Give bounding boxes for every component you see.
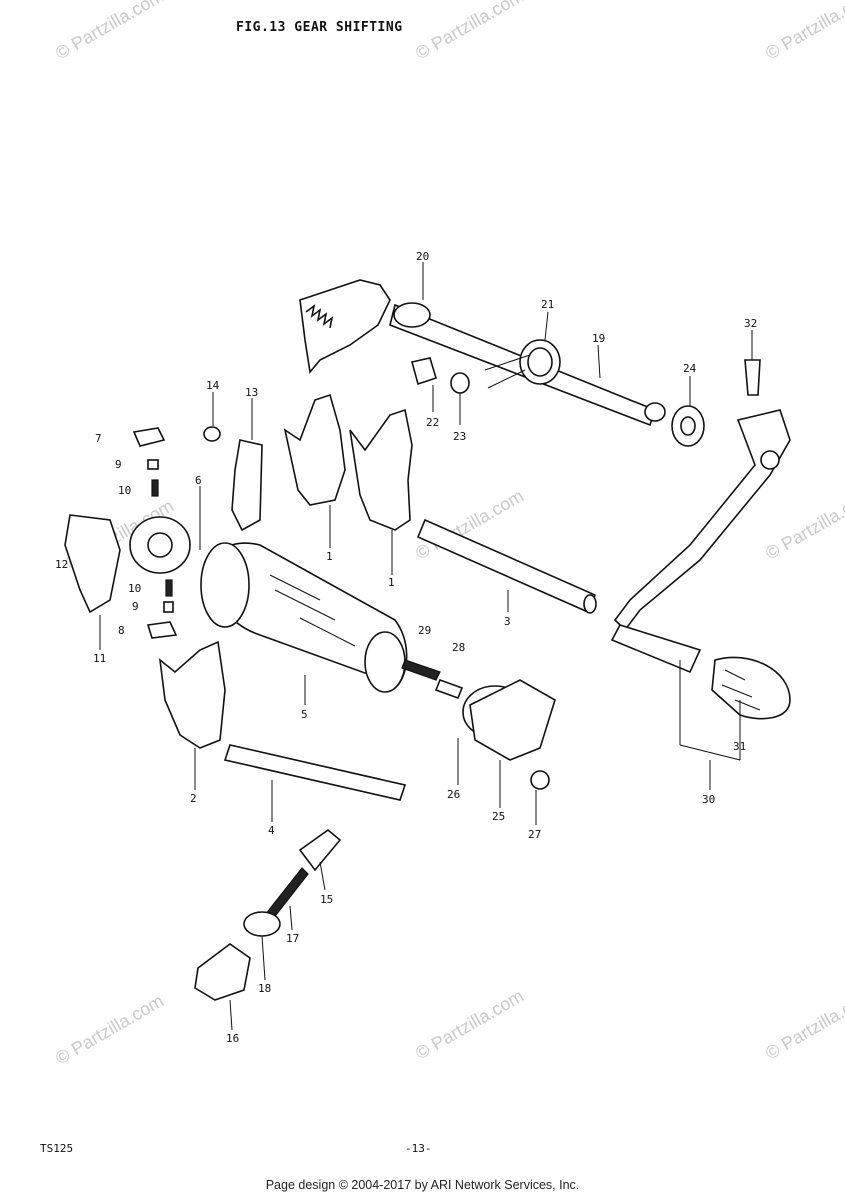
callout-8: 8: [118, 624, 125, 637]
watermark: © Partzilla.com: [52, 0, 167, 63]
shift-pin: [298, 828, 342, 872]
callout-18: 18: [258, 982, 271, 995]
callout-16: 16: [226, 1032, 239, 1045]
callout-11: 11: [93, 652, 106, 665]
callout-30: 30: [702, 793, 715, 806]
shift-fork: [349, 408, 413, 531]
callout-20: 20: [416, 250, 429, 263]
watermark: © Partzilla.com: [52, 990, 167, 1068]
leader-lines: [99, 262, 753, 1031]
callout-29: 29: [418, 624, 431, 637]
shift-shaft-assembly: [299, 279, 666, 427]
page-number: -13-: [405, 1142, 432, 1155]
cam-stopper-lever: [64, 514, 121, 614]
watermark: © Partzilla.com: [412, 0, 527, 63]
callout-7: 7: [95, 432, 102, 445]
oil-seal-inner: [680, 416, 696, 436]
watermark: © Partzilla.com: [762, 985, 845, 1063]
callout-17: 17: [286, 932, 299, 945]
callout-21: 21: [541, 298, 554, 311]
callout-31: 31: [733, 740, 746, 753]
pin: [163, 601, 174, 613]
neutral-spring: [401, 659, 441, 681]
callout-10b: 10: [128, 582, 141, 595]
callout-14: 14: [206, 379, 220, 392]
stopper-pin: [132, 427, 166, 447]
callout-26: 26: [447, 788, 460, 801]
shift-spring: [264, 867, 309, 921]
figure-title: FIG.13 GEAR SHIFTING: [236, 20, 403, 35]
callout-27: 27: [528, 828, 541, 841]
callout-12: 12: [55, 558, 68, 571]
callout-28: 28: [452, 641, 465, 654]
callout-3: 3: [504, 615, 511, 628]
model-code: TS125: [40, 1142, 74, 1155]
callout-23: 23: [453, 430, 466, 443]
cam-driven-gear-hub: [147, 532, 173, 558]
callout-22: 22: [426, 416, 439, 429]
callout-25: 25: [492, 810, 505, 823]
gear-shift-cam: [200, 542, 408, 693]
washer: [243, 911, 281, 937]
copyright-footer: Page design © 2004-2017 by ARI Network S…: [265, 1178, 580, 1192]
watermark: © Partzilla.com: [412, 985, 527, 1063]
watermark: © Partzilla.com: [762, 0, 845, 63]
fork-shaft: [223, 744, 407, 801]
callout-labels: 20 21 19 32 24 22 23 14 13 7 9 10 6 12 1…: [55, 250, 757, 1045]
callout-2: 2: [190, 792, 197, 805]
plug-bolt: [194, 943, 251, 1001]
cam-stopper-cover: [469, 679, 556, 761]
shift-fork: [158, 640, 226, 749]
callout-1: 1: [326, 550, 333, 563]
spring: [151, 479, 159, 497]
callout-9b: 9: [132, 600, 139, 613]
callout-9: 9: [115, 458, 122, 471]
stopper-pin: [146, 621, 178, 639]
spring: [165, 579, 173, 597]
fork-shaft-end: [583, 594, 597, 614]
callout-32: 32: [744, 317, 757, 330]
neutral-pin: [434, 678, 464, 700]
callout-1b: 1: [388, 576, 395, 589]
pin: [147, 459, 159, 470]
callout-6: 6: [195, 474, 202, 487]
fork-shaft: [416, 518, 597, 614]
shift-fork: [283, 393, 346, 506]
cover-screw: [530, 770, 550, 790]
callout-13: 13: [245, 386, 258, 399]
screw: [203, 426, 221, 442]
callout-10: 10: [118, 484, 131, 497]
stopper-plate: [231, 439, 263, 532]
callout-15: 15: [320, 893, 333, 906]
callout-4: 4: [268, 824, 275, 837]
washer: [450, 372, 470, 394]
stopper-bolt: [411, 357, 437, 386]
gear-shift-lever: [610, 359, 791, 720]
callout-19: 19: [592, 332, 605, 345]
callout-5: 5: [301, 708, 308, 721]
callout-24: 24: [683, 362, 697, 375]
watermark: © Partzilla.com: [762, 485, 845, 563]
